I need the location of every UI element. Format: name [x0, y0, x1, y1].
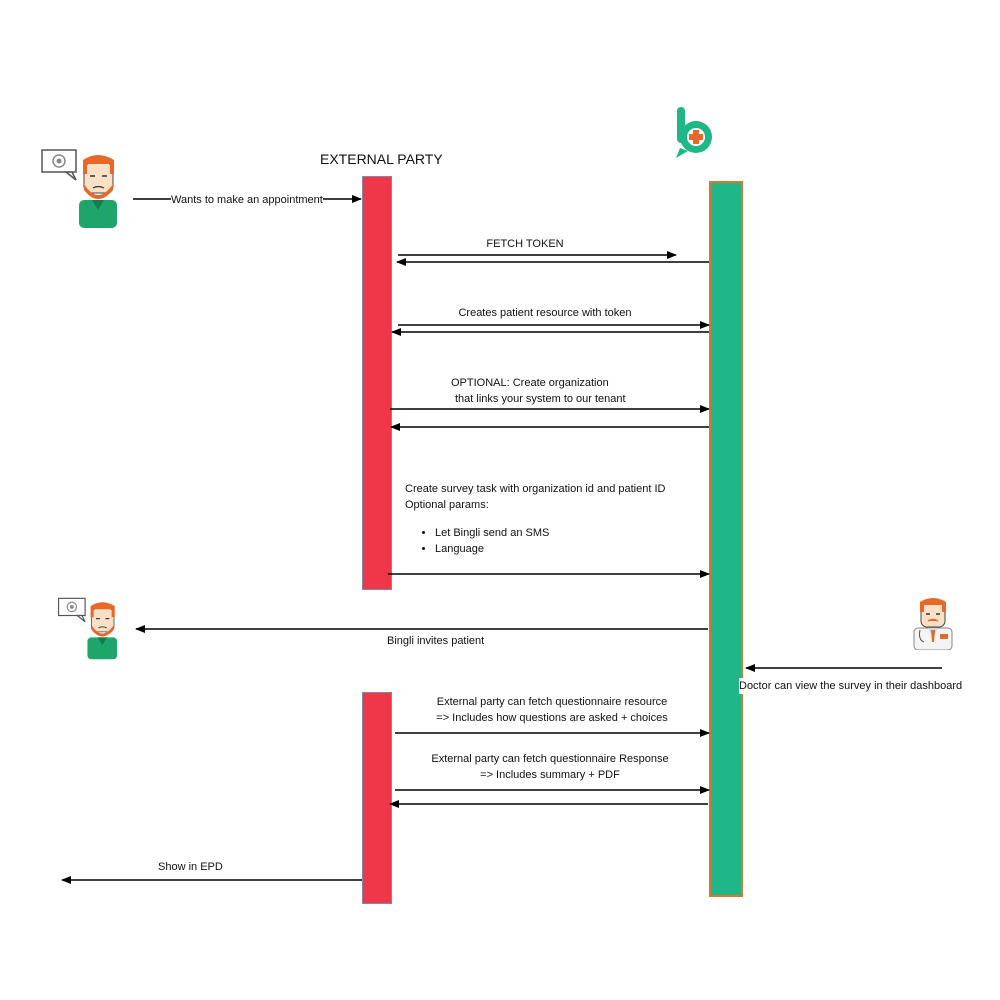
label-survey-task-2: Optional params: — [405, 497, 489, 513]
patient-icon — [57, 596, 121, 660]
label-fetch-token: FETCH TOKEN — [440, 236, 610, 252]
label-optional-org-1: OPTIONAL: Create organization — [451, 375, 609, 391]
label-create-patient: Creates patient resource with token — [430, 305, 660, 321]
label-invites-patient: Bingli invites patient — [387, 633, 484, 649]
label-fetch-questionnaire-2: => Includes how questions are asked + ch… — [402, 710, 702, 726]
bingli-logo-icon — [672, 104, 718, 160]
survey-param-item: Let Bingli send an SMS — [435, 525, 549, 541]
speech-bubble-icon — [59, 598, 86, 621]
label-fetch-questionnaire-1: External party can fetch questionnaire r… — [402, 694, 702, 710]
survey-param-item: Language — [435, 541, 549, 557]
label-fetch-response-1: External party can fetch questionnaire R… — [400, 751, 700, 767]
patient-icon — [40, 148, 122, 228]
label-fetch-response-2: => Includes summary + PDF — [400, 767, 700, 783]
label-doctor-view: Doctor can view the survey in their dash… — [739, 678, 962, 694]
external-party-title: EXTERNAL PARTY — [320, 151, 443, 167]
label-survey-task-1: Create survey task with organization id … — [405, 481, 665, 497]
label-show-epd: Show in EPD — [158, 859, 223, 875]
speech-bubble-icon — [42, 150, 76, 180]
label-appointment: Wants to make an appointment — [171, 192, 323, 208]
survey-optional-params-list: Let Bingli send an SMS Language — [405, 525, 549, 557]
doctor-icon — [910, 596, 956, 650]
label-optional-org-2: that links your system to our tenant — [455, 391, 626, 407]
